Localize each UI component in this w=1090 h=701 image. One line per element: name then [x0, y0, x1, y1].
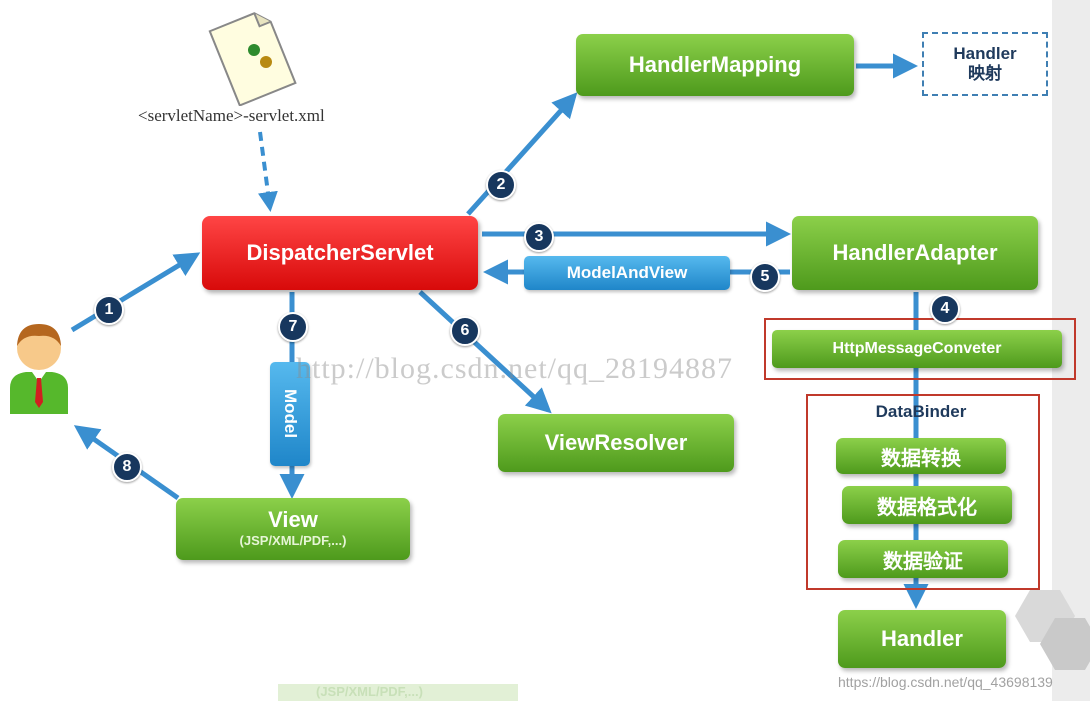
step-badge-4: 4	[930, 294, 960, 324]
step-badge-7: 7	[278, 312, 308, 342]
step-badge-5: 5	[750, 262, 780, 292]
model-node: Model	[270, 362, 310, 466]
data-formatting-label: 数据格式化	[877, 496, 977, 519]
http-message-converter-label: HttpMessageConveter	[832, 340, 1002, 357]
model-label: Model	[281, 389, 300, 439]
edge-2-dispatcher-to-mapping	[466, 92, 578, 216]
model-and-view-node: ModelAndView	[524, 256, 730, 290]
handler-label: Handler	[881, 626, 963, 651]
view-resolver-label: ViewResolver	[544, 430, 688, 455]
hexagon-decoration	[1015, 590, 1090, 670]
step-badge-6: 6	[450, 316, 480, 346]
handler-adapter-node: HandlerAdapter	[792, 216, 1038, 290]
config-file-label: <servletName>-servlet.xml	[138, 106, 325, 125]
data-validation-node: 数据验证	[838, 540, 1008, 578]
edge-config-to-dispatcher	[257, 131, 278, 212]
data-conversion-label: 数据转换	[881, 447, 961, 470]
view-label: View	[268, 507, 318, 532]
center-watermark: http://blog.csdn.net/qq_28194887	[296, 352, 733, 385]
handler-mapping-result-line2: 映射	[968, 64, 1002, 83]
edge-6-dispatcher-to-viewresolver	[418, 290, 552, 414]
handler-mapping-label: HandlerMapping	[628, 52, 802, 77]
data-binder-label: DataBinder	[875, 402, 967, 421]
model-and-view-label: ModelAndView	[566, 263, 688, 282]
edge-1-user-to-dispatcher	[70, 252, 201, 333]
bottom-ghost-block	[278, 684, 518, 701]
handler-mapping-result: Handler 映射	[922, 32, 1048, 96]
step-badge-8: 8	[112, 452, 142, 482]
data-conversion-node: 数据转换	[836, 438, 1006, 474]
data-validation-label: 数据验证	[883, 550, 963, 573]
xml-file-icon	[208, 12, 297, 106]
bottom-right-watermark: https://blog.csdn.net/qq_43698139	[838, 674, 1053, 690]
handler-mapping-node: HandlerMapping	[576, 34, 854, 96]
http-message-converter-frame	[764, 318, 1076, 380]
step-badge-1: 1	[94, 295, 124, 325]
bottom-ghost-text: (JSP/XML/PDF,...)	[316, 684, 423, 699]
step-badge-3: 3	[524, 222, 554, 252]
data-formatting-node: 数据格式化	[842, 486, 1012, 524]
dispatcher-servlet-label: DispatcherServlet	[246, 240, 434, 265]
handler-adapter-label: HandlerAdapter	[832, 240, 998, 265]
http-message-converter-node: HttpMessageConveter	[772, 330, 1062, 368]
view-sublabel: (JSP/XML/PDF,...)	[239, 533, 347, 548]
handler-mapping-result-line1: Handler	[953, 44, 1017, 63]
handler-node: Handler	[838, 610, 1006, 668]
dispatcher-servlet-node: DispatcherServlet	[202, 216, 478, 290]
user-icon	[10, 324, 68, 414]
data-binder-frame	[806, 394, 1040, 590]
step-badge-2: 2	[486, 170, 516, 200]
view-resolver-node: ViewResolver	[498, 414, 734, 472]
view-node: View (JSP/XML/PDF,...)	[176, 498, 410, 560]
